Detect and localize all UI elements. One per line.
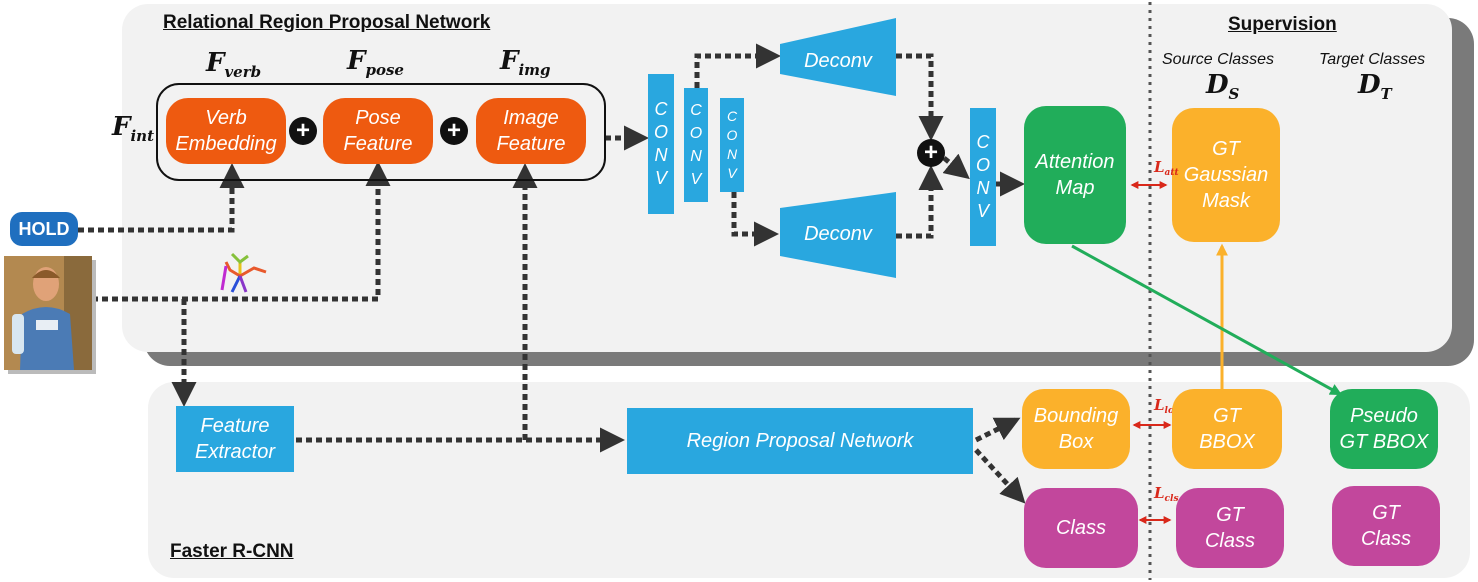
faster-rcnn-title: Faster R-CNN — [170, 541, 294, 562]
deconv-shape — [780, 192, 896, 278]
pose-feature-box: Pose Feature — [323, 98, 433, 164]
d-t-symbol: DT — [1358, 70, 1392, 103]
loss-att-label: Latt — [1154, 158, 1179, 178]
gt-bbox-box: GT BBOX — [1172, 389, 1282, 469]
f-int-symbol: Fint — [112, 112, 155, 145]
plus-icon: + — [289, 117, 317, 145]
d-s-symbol: DS — [1206, 70, 1240, 103]
class-box: Class — [1024, 488, 1138, 568]
hold-verb-badge: HOLD — [10, 212, 78, 246]
rrpn-title: Relational Region Proposal Network — [163, 12, 491, 33]
f-int-frame — [156, 83, 606, 181]
gt-class-source-box: GT Class — [1176, 488, 1284, 568]
loss-cls-label: Lcls — [1154, 484, 1179, 504]
deconv-label: Deconv — [804, 50, 872, 72]
feature-extractor-box: Feature Extractor — [176, 406, 294, 472]
plus-icon: + — [440, 117, 468, 145]
deconv-label: Deconv — [804, 223, 872, 245]
image-feature-box: Image Feature — [476, 98, 586, 164]
gt-class-target-box: GT Class — [1332, 486, 1440, 566]
attention-map-box: Attention Map — [1024, 106, 1126, 244]
supervision-title: Supervision — [1228, 14, 1337, 35]
target-classes-label: Target Classes — [1319, 51, 1426, 68]
gt-gaussian-mask-box: GT Gaussian Mask — [1172, 108, 1280, 242]
f-img-symbol: Fimg — [500, 46, 551, 79]
bounding-box-box: Bounding Box — [1022, 389, 1130, 469]
input-person-image — [4, 256, 92, 370]
deconv-shape — [780, 18, 896, 96]
region-proposal-network-box: Region Proposal Network — [627, 408, 973, 474]
plus-icon: + — [917, 139, 945, 167]
source-classes-label: Source Classes — [1162, 51, 1275, 68]
verb-embedding-box: Verb Embedding — [166, 98, 286, 164]
pseudo-gt-bbox-box: Pseudo GT BBOX — [1330, 389, 1438, 469]
f-pose-symbol: Fpose — [347, 46, 404, 79]
f-verb-symbol: Fverb — [206, 48, 262, 81]
pose-skeleton-icon — [220, 252, 267, 293]
